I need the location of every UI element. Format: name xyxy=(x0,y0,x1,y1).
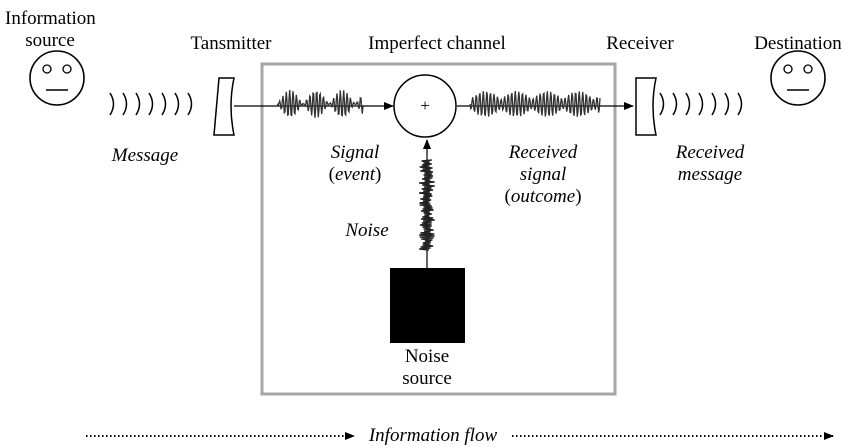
destination-face-icon xyxy=(770,50,826,106)
receiver-dish-icon xyxy=(635,77,657,136)
source-face-icon xyxy=(29,50,85,106)
information-source-line1: Information xyxy=(5,8,96,29)
signal-text: Signal xyxy=(330,142,380,163)
noise-waveform xyxy=(419,159,435,251)
message-label: Message xyxy=(111,145,179,166)
noise-source-line1: Noise xyxy=(404,346,450,367)
receiver-label: Receiver xyxy=(606,33,674,54)
adder-circle xyxy=(393,74,457,138)
adder-plus-symbol: + xyxy=(420,96,430,115)
signal-event-text: (event) xyxy=(300,164,410,186)
signal-event: event xyxy=(334,164,376,185)
received-message-line1: Received xyxy=(675,142,745,163)
noise-source-label: Noise source xyxy=(377,346,477,390)
noise-label: Noise xyxy=(345,220,389,241)
signal-paren-close: ) xyxy=(375,164,382,185)
noise-source-line2: source xyxy=(402,368,452,389)
imperfect-channel-label: Imperfect channel xyxy=(368,33,506,54)
received-signal-waveform xyxy=(469,91,601,117)
received-signal-line2: signal xyxy=(519,164,567,185)
signal-waveform xyxy=(276,89,364,118)
outcome-paren-open: ( xyxy=(504,186,511,207)
outcome-text: outcome xyxy=(510,186,576,207)
outcome-paren-close: ) xyxy=(575,186,582,207)
received-message-sound-waves-icon xyxy=(659,92,743,116)
received-message-label: Received message xyxy=(655,142,765,186)
signal-paren-open: ( xyxy=(328,164,335,185)
noise-source-block xyxy=(390,268,465,343)
transmitter-label: Tansmitter xyxy=(190,33,272,54)
imperfect-channel-box xyxy=(260,62,617,396)
received-message-line2: message xyxy=(677,164,743,185)
information-flow-label: Information flow xyxy=(368,425,498,446)
received-signal-outcome: (outcome) xyxy=(478,186,608,208)
message-sound-waves-icon xyxy=(109,92,193,116)
transmitter-dish-icon xyxy=(213,77,235,136)
information-source-line2: source xyxy=(25,30,75,51)
information-source-label: Information source xyxy=(5,8,96,52)
destination-label: Destination xyxy=(754,33,842,54)
signal-label: Signal (event) xyxy=(300,142,410,186)
received-signal-label: Received signal (outcome) xyxy=(478,142,608,208)
received-signal-line1: Received xyxy=(508,142,578,163)
